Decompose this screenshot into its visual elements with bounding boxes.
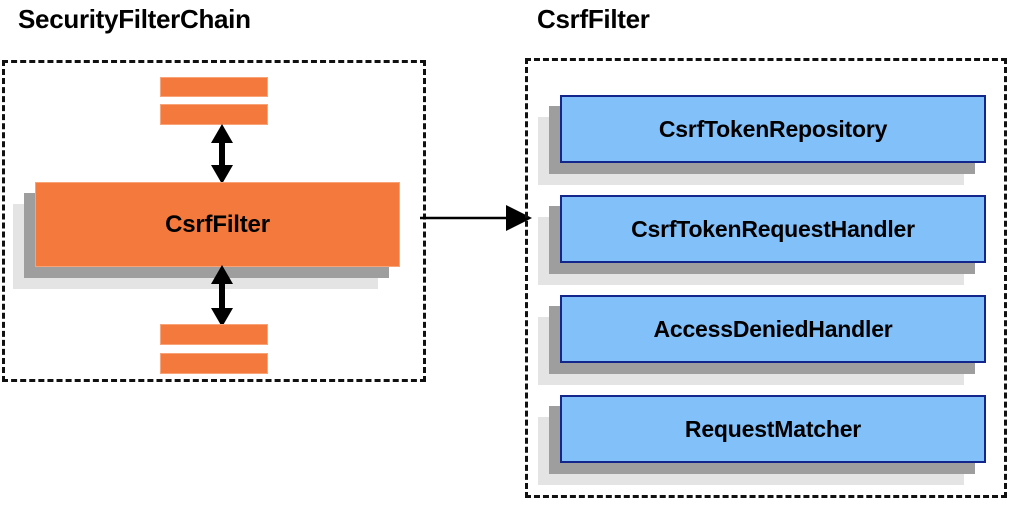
filter-bar-above-2: [160, 104, 268, 125]
panel-csrf-filter: [525, 58, 1007, 498]
component-label: CsrfTokenRequestHandler: [560, 195, 986, 263]
component-request-matcher[interactable]: RequestMatcher: [538, 395, 986, 485]
filter-bar-below-1: [160, 324, 268, 345]
filter-bar-below-2: [160, 353, 268, 374]
panel-security-filter-chain: [2, 60, 426, 382]
chain-link-above-arrow: [211, 124, 233, 184]
expands-into-arrow: [420, 205, 532, 231]
component-label: AccessDeniedHandler: [560, 295, 986, 363]
page-title-csrf-filter: CsrfFilter: [537, 4, 650, 34]
component-access-denied-handler[interactable]: AccessDeniedHandler: [538, 295, 986, 385]
component-label: CsrfFilter: [35, 182, 400, 267]
chain-link-below-arrow: [211, 265, 233, 327]
component-csrf-filter[interactable]: CsrfFilter: [13, 182, 400, 289]
component-label: CsrfTokenRepository: [560, 95, 986, 163]
page-title-security-filter-chain: SecurityFilterChain: [18, 4, 251, 34]
component-csrf-token-request-handler[interactable]: CsrfTokenRequestHandler: [538, 195, 986, 285]
filter-bar-above-1: [160, 77, 268, 97]
component-label: RequestMatcher: [560, 395, 986, 463]
component-csrf-token-repository[interactable]: CsrfTokenRepository: [538, 95, 986, 185]
